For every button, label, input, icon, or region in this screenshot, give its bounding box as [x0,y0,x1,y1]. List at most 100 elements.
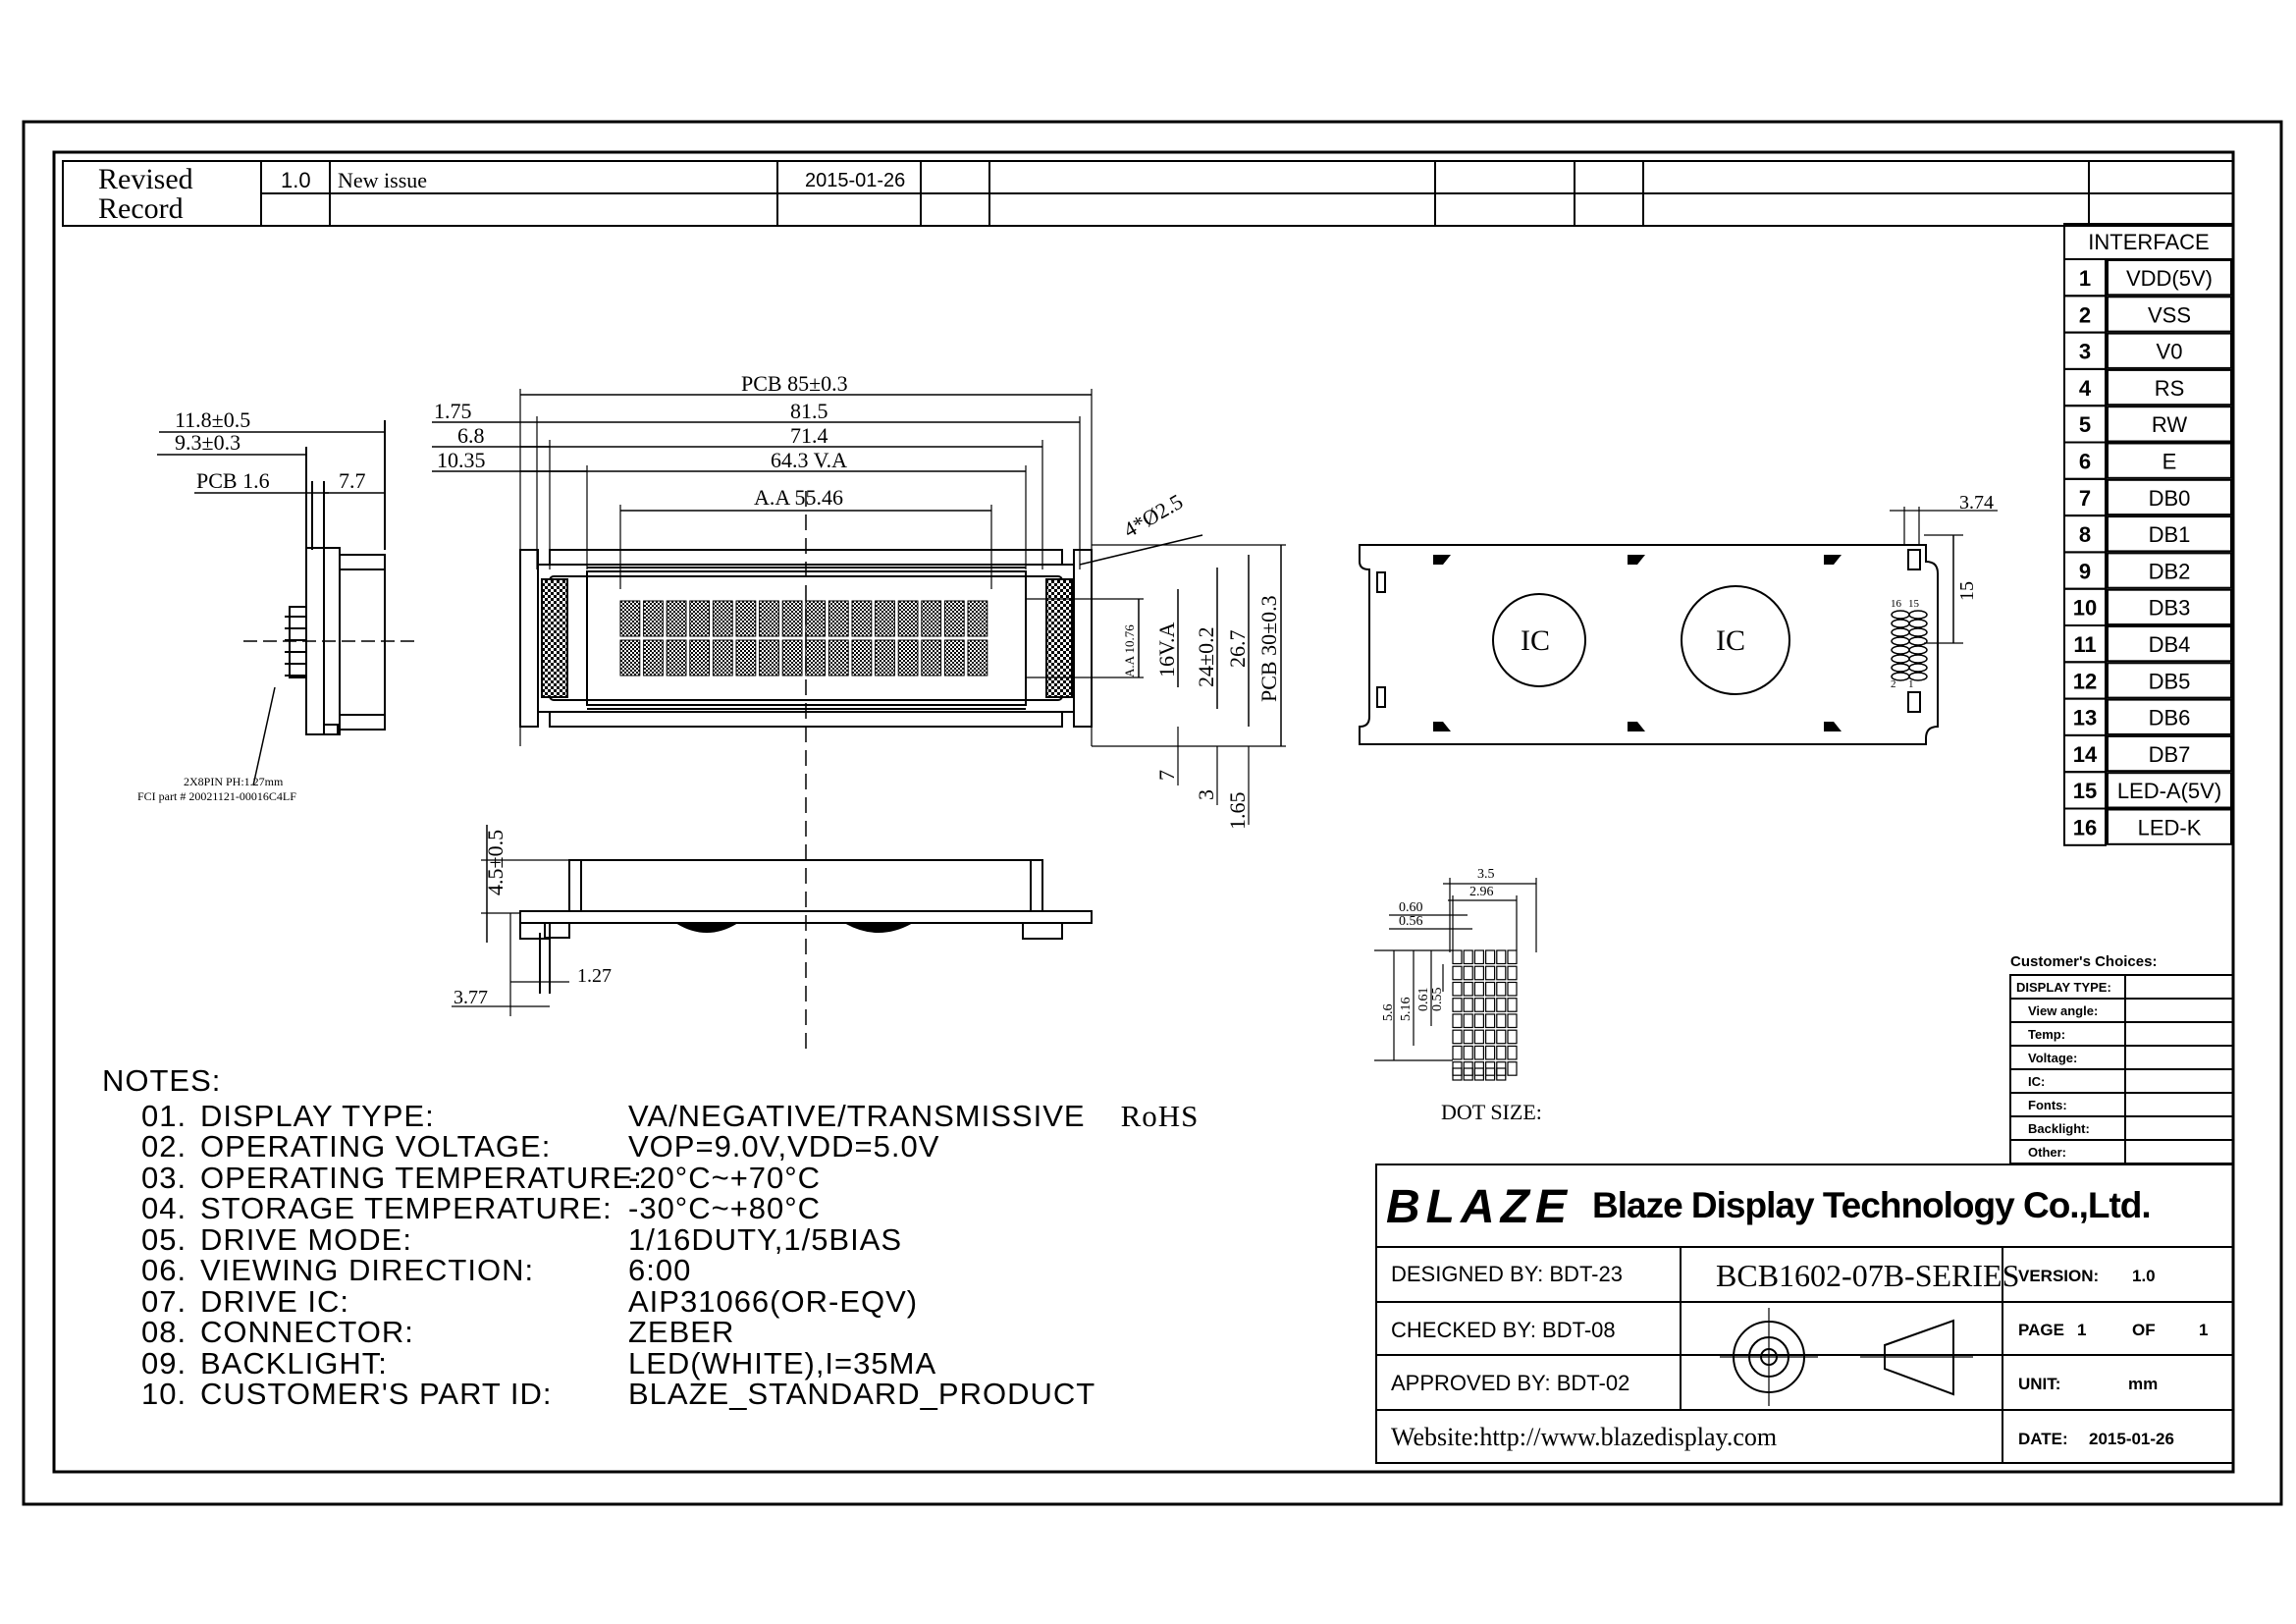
back-view [1359,507,1998,745]
connector-pad [1908,627,1928,637]
inner-border [52,150,2235,1474]
page-value: 1 [2077,1321,2086,1339]
bottom-view [452,825,1093,1016]
note-row: 01.DISPLAY TYPE:VA/NEGATIVE/TRANSMISSIVE… [102,1098,1199,1133]
dot-cell [1452,1029,1463,1045]
customer-row-label: Voltage: [2028,1051,2077,1065]
dot-cell [1452,1067,1463,1081]
interface-pin-name: DB4 [2149,632,2191,657]
connector-pad [1908,610,1928,620]
customer-row-label: DISPLAY TYPE: [2016,980,2111,995]
dot-cell [1452,1013,1463,1029]
customer-row-label: View angle: [2028,1003,2098,1018]
character-cell [643,600,664,637]
revision-table [62,160,2234,227]
interface-pin-number: 1 [2079,266,2091,291]
title-block [1375,1164,2234,1464]
note-number: 02. [141,1129,187,1164]
note-number: 03. [141,1160,187,1195]
note-number: 01. [141,1098,187,1133]
front-view [432,389,1286,1051]
customer-row-label: Temp: [2028,1027,2065,1042]
dot-cell [1484,981,1496,997]
dot-h4: 0.55 [1430,988,1445,1012]
dot-cell [1473,1013,1485,1029]
connector-pad [1908,672,1928,681]
character-cell [967,639,988,677]
character-cell [781,600,803,637]
interface-name-cell [2107,772,2232,809]
dot-cell [1463,965,1473,981]
note-label: OPERATING VOLTAGE: [200,1129,552,1164]
character-cell [666,639,687,677]
dot-cell [1507,981,1518,997]
dot-cell [1452,965,1463,981]
revision-label-1: Revised [98,163,193,195]
dot-size-view [1374,878,1537,1081]
note-value: VA/NEGATIVE/TRANSMISSIVE [628,1098,1086,1133]
dot-cell [1507,1029,1518,1045]
interface-pin-name: DB1 [2149,522,2191,547]
dot-cell [1463,998,1473,1012]
connector-pad [1891,663,1910,673]
dot-cell [1484,965,1496,981]
dot-cell [1507,1061,1518,1076]
front-l3: 10.35 [437,448,486,472]
note-label: CUSTOMER'S PART ID: [200,1377,553,1411]
page-label: PAGE [2018,1321,2064,1339]
interface-title: INTERFACE [2088,230,2209,254]
dot-cell [1473,1029,1485,1045]
revision-version: 1.0 [281,168,311,192]
revision-date: 2015-01-26 [805,170,905,191]
front-h2: 26.7 [1225,630,1250,669]
revision-description: New issue [338,168,427,192]
interface-pin-number: 5 [2079,412,2091,437]
version-value: 1.0 [2132,1267,2156,1285]
character-cell [619,639,641,677]
interface-pin-name: V0 [2157,340,2183,364]
interface-pin-number: 8 [2079,522,2091,547]
character-cell [689,600,711,637]
interface-pin-number: 6 [2079,450,2091,474]
unit-label: UNIT: [2018,1375,2060,1393]
dot-cell [1473,1045,1485,1060]
note-row: 06.VIEWING DIRECTION:6:00 [102,1255,1199,1286]
note-row: 10.CUSTOMER'S PART ID:BLAZE_STANDARD_PRO… [102,1379,1199,1410]
customer-title: Customer's Choices: [2010,953,2157,970]
interface-pin-number: 12 [2073,669,2097,693]
back-marks [1433,555,1842,731]
bottom-w1: 1.27 [577,965,612,987]
dot-cell [1496,981,1507,997]
interface-pin-number: 10 [2073,596,2097,621]
interface-pin-number: 2 [2079,302,2091,327]
interface-name-cell [2107,552,2232,589]
note-number: 04. [141,1191,187,1225]
customer-value-cell [2124,1068,2234,1094]
dot-cell [1452,998,1463,1012]
dot-cell [1496,1045,1507,1060]
connector-pad [1908,645,1928,655]
note-row: 03.OPERATING TEMPERATURE:-20°C~+70°C [102,1160,1199,1195]
customer-value-cell [2124,998,2234,1023]
notes-list: 01.DISPLAY TYPE:VA/NEGATIVE/TRANSMISSIVE… [102,1098,1199,1410]
front-l1: 1.75 [434,399,472,423]
dot-w1: 3.5 [1477,867,1495,882]
dot-cell [1463,949,1473,965]
connector-pad [1891,645,1910,655]
note-number: 05. [141,1221,187,1257]
outer-border [22,120,2283,1506]
revision-label-2: Record [98,192,184,225]
note-value: -20°C~+70°C [628,1160,822,1195]
customer-value-cell [2124,1092,2234,1117]
character-cell [897,639,919,677]
character-cell [897,600,919,637]
note-number: 09. [141,1345,187,1380]
dot-cell [1473,1067,1485,1081]
front-w3: 64.3 V.A [771,448,847,472]
dot-cell [1484,949,1496,965]
back-pin15: 15 [1908,598,1920,610]
customer-row-label: Backlight: [2028,1121,2090,1136]
customer-table [2009,974,2234,1164]
ic-2 [1681,585,1790,695]
